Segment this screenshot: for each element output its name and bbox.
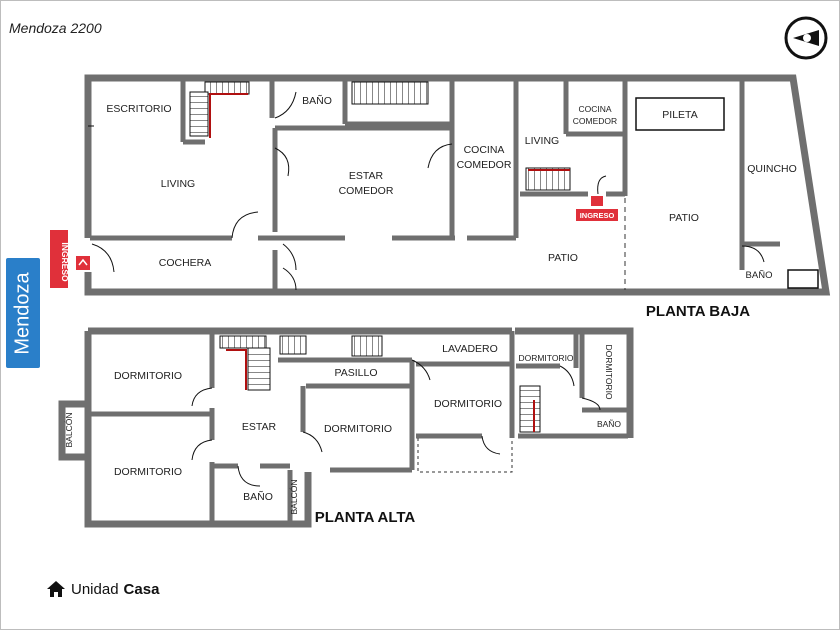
property-type-value: Casa [123,580,160,598]
room-dormitorio-4: DORMITORIO [434,398,502,410]
room-quincho: QUINCHO [747,163,797,175]
stairs-pb-1 [204,81,250,95]
room-dormitorio-2: DORMITORIO [114,466,182,478]
room-cocina-comedor: COMEDOR [457,159,512,171]
room-comedor: COMEDOR [339,185,394,197]
terrace-outline [417,438,513,473]
house-icon [47,581,65,597]
room-bano-pa: BAÑO [243,490,273,503]
room-cocina: COCINA [464,144,505,156]
stairs-pb-2 [351,81,429,105]
room-pileta: PILETA [662,109,697,121]
stairs-pa-1b [247,347,271,391]
entry-badge-second [576,209,618,221]
room-estar-pa: ESTAR [242,421,277,433]
stairs-pa-1 [219,335,267,349]
stairs-pb-3 [525,167,571,191]
address-title: Mendoza 2200 [9,20,102,36]
room-dormitorio-3: DORMITORIO [324,423,392,435]
room-living-2: LIVING [525,135,559,147]
planta-baja [84,74,831,296]
stairs-pa-4 [519,385,541,433]
room-dormitorio-5: DORMITORIO [518,353,573,363]
planta-alta [58,327,634,528]
room-bano-pa-2: BAÑO [597,419,621,429]
room-bano: BAÑO [302,94,332,107]
room-pasillo: PASILLO [335,367,378,379]
doors-pa [191,359,601,487]
stairs-pb-1b [189,91,209,137]
entry-arrow-second [591,196,603,206]
planta-baja-interior-walls [90,80,780,290]
room-patio: PATIO [548,252,578,264]
street-sign: Mendoza [6,258,40,368]
room-balcon-1: BALCÓN [64,413,74,448]
entry-arrow-main [76,256,90,270]
stairs-pa-3 [351,335,383,357]
entry-label-second: INGRESO [580,211,615,220]
planta-baja-title: PLANTA BAJA [646,303,750,320]
planta-alta-interior-walls [90,331,630,522]
pool [635,97,725,131]
doors-pb [88,91,765,291]
grill [787,269,819,289]
room-balcon-2: BALCÓN [289,480,299,515]
room-patio-2: PATIO [669,212,699,224]
property-type: Unidad Casa [46,580,159,598]
property-type-prefix: Unidad [71,580,119,598]
stairs-rail [209,93,248,138]
room-living: LIVING [161,178,195,190]
north-compass-icon [784,16,828,60]
room-dormitorio-1: DORMITORIO [114,370,182,382]
room-lavadero: LAVADERO [442,343,498,355]
room-cochera: COCHERA [159,257,212,269]
room-dormitorio-6: DORMITORIO [604,344,614,399]
stairs-pa-2 [279,335,307,355]
stairs-rail-pa [226,349,247,390]
entry-label-main: INGRESO [60,242,70,282]
planta-alta-title: PLANTA ALTA [315,509,416,526]
room-estar: ESTAR [349,170,384,182]
room-comedor-2: COMEDOR [573,116,617,126]
entry-badge-main [50,230,68,288]
room-bano-2: BAÑO [746,270,773,281]
room-cocina-2: COCINA [578,104,611,114]
room-escritorio: ESCRITORIO [106,103,171,115]
